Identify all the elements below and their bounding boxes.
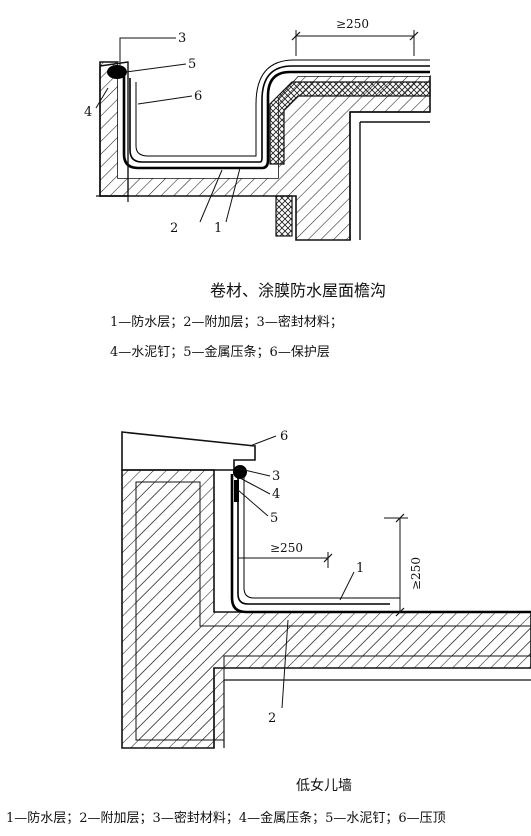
parapet-coping xyxy=(121,431,256,471)
bottom-label-3: 3 xyxy=(272,469,280,484)
parapet-diagram: ≥250 ≥250 6 3 4 5 1 2 xyxy=(121,429,531,749)
gutter-diagram: ≥250 3 5 4 6 2 1 xyxy=(84,17,431,241)
protection-layer xyxy=(135,59,430,157)
dimension-horizontal: ≥250 xyxy=(238,541,333,568)
bottom-label-6: 6 xyxy=(280,429,288,444)
parapet-waterproof-layer xyxy=(230,474,531,614)
parapet-additional-layer xyxy=(237,478,390,605)
top-label-4: 4 xyxy=(84,105,92,120)
dimension-horizontal-label: ≥250 xyxy=(270,541,303,555)
additional-layer xyxy=(129,65,430,163)
dimension-vertical: ≥250 xyxy=(384,513,423,617)
drip-edge xyxy=(96,195,129,202)
waterproof-layer xyxy=(122,70,430,170)
bottom-legend: 1—防水层；2—附加层；3—密封材料；4—金属压条；5—水泥钉；6—压顶 xyxy=(6,811,446,826)
roof-slab-outline xyxy=(349,111,430,240)
ceiling-line xyxy=(213,668,531,748)
bottom-label-5: 5 xyxy=(270,511,278,526)
parapet-sealant xyxy=(233,465,247,479)
dimension-top-label: ≥250 xyxy=(336,17,369,31)
insulation-layer xyxy=(269,81,431,165)
top-diagram-title: 卷材、涂膜防水屋面檐沟 xyxy=(210,281,387,300)
parapet-metal-strip xyxy=(234,480,239,502)
sealant-blob xyxy=(107,65,127,79)
parapet-inner xyxy=(135,481,531,741)
top-label-2: 2 xyxy=(170,221,178,236)
dimension-vertical-label: ≥250 xyxy=(409,557,423,590)
bottom-label-2: 2 xyxy=(268,711,276,726)
top-label-1: 1 xyxy=(214,221,222,236)
dimension-top: ≥250 xyxy=(291,17,419,56)
bottom-label-4: 4 xyxy=(272,487,280,502)
bottom-label-1: 1 xyxy=(356,561,364,576)
top-legend-line-1: 1—防水层；2—附加层；3—密封材料； xyxy=(110,315,343,330)
insulation-column xyxy=(275,195,293,237)
top-legend-line-2: 4—水泥钉；5—金属压条；6—保护层 xyxy=(110,345,330,360)
top-label-3: 3 xyxy=(178,31,186,46)
top-leaders xyxy=(95,37,241,223)
bottom-leaders xyxy=(235,435,355,709)
top-label-6: 6 xyxy=(194,89,202,104)
bottom-diagram-title: 低女儿墙 xyxy=(296,778,352,794)
top-label-5: 5 xyxy=(188,57,196,72)
parapet-protection-line xyxy=(243,470,400,599)
